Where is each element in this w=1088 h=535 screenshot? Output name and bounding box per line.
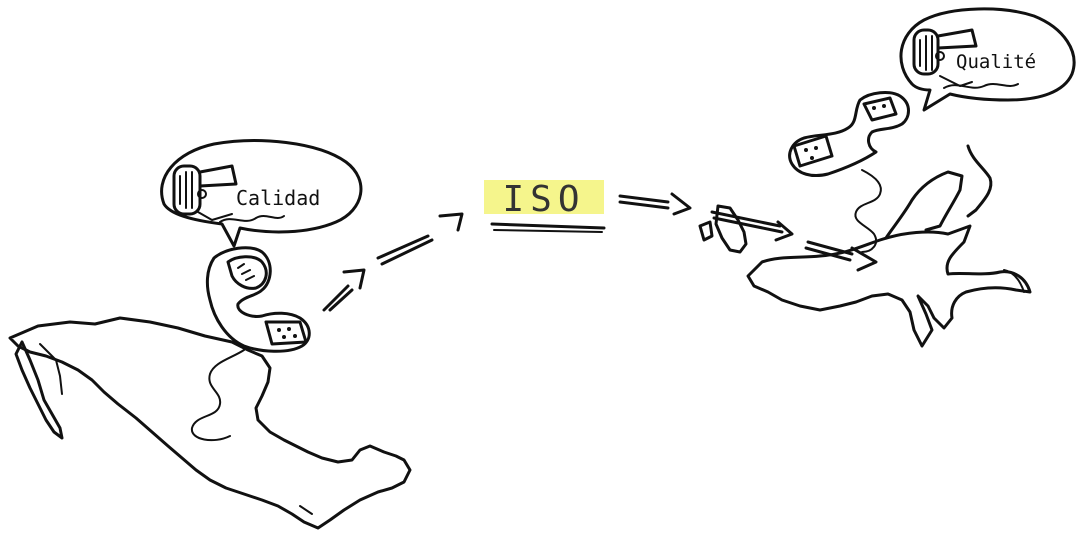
left-dashed-arrow xyxy=(322,212,464,312)
left-speech-text: Calidad xyxy=(236,186,320,210)
right-phone-cord xyxy=(854,169,882,253)
hair-dryer-icon xyxy=(172,164,238,221)
right-phone-handset xyxy=(788,91,910,178)
right-speech-bubble: Qualité xyxy=(899,7,1076,112)
left-phone-cord xyxy=(190,349,245,442)
right-dashed-arrow xyxy=(618,192,878,272)
iso-underline xyxy=(490,222,606,230)
iso-highlight xyxy=(484,180,604,214)
iso-group: ISO xyxy=(484,179,606,233)
iso-label: ISO xyxy=(502,179,585,220)
europe-map xyxy=(698,144,1032,348)
left-phone-handset xyxy=(205,246,311,353)
right-speech-text: Qualité xyxy=(956,51,1036,73)
left-speech-bubble: Calidad xyxy=(160,139,363,248)
mexico-map xyxy=(8,316,412,530)
